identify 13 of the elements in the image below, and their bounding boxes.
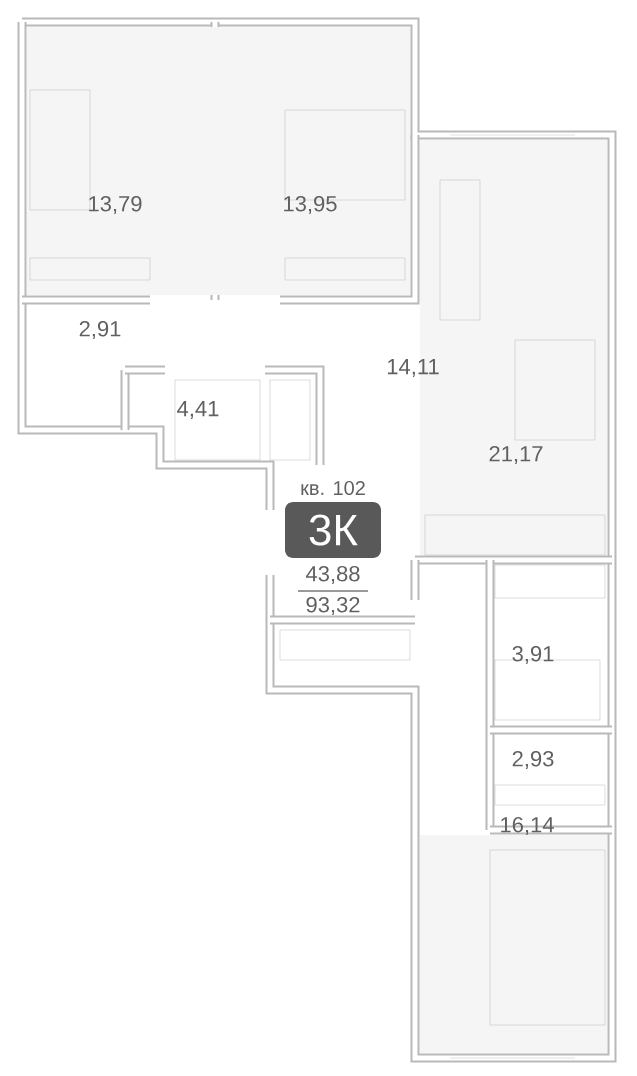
area-label: 4,41 <box>177 401 219 419</box>
area-label: 16,14 <box>501 816 554 836</box>
room-type-badge: 3К <box>285 502 381 558</box>
area-label: 21,17 <box>489 445 543 465</box>
area-label: 14,11 <box>387 359 439 377</box>
total-area: 93,32 <box>306 596 360 616</box>
area-label: 2,91 <box>79 320 121 340</box>
area-label: 13,95 <box>284 195 337 215</box>
area-label: 3,91 <box>512 645 554 665</box>
area-label: 13,79 <box>89 195 142 215</box>
area-label: 2,93 <box>512 750 554 770</box>
living-area: 43,88 <box>305 565 360 585</box>
apartment-number: кв. 102 <box>301 480 365 496</box>
